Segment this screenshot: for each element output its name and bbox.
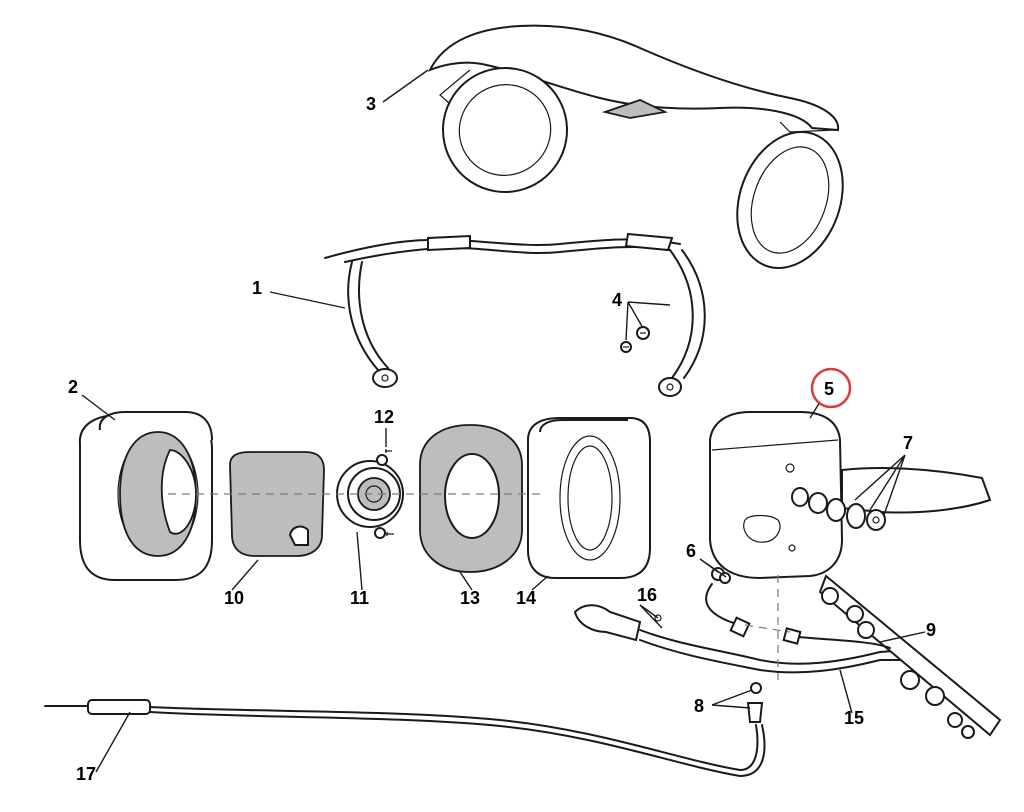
part-5-earcup-housing — [709, 411, 844, 580]
callout-6: 6 — [686, 541, 696, 561]
callout-15: 15 — [844, 708, 864, 728]
part-11-receiver-element — [336, 454, 404, 539]
part-3-headband-cover — [427, 24, 844, 269]
part-12-screws — [385, 449, 394, 536]
callout-16: 16 — [637, 585, 657, 605]
callout-7: 7 — [903, 433, 913, 453]
part-14-inner-cushion — [527, 417, 651, 579]
callout-11: 11 — [350, 588, 369, 608]
part-17-main-cord — [44, 699, 766, 777]
highlight-circle-5 — [810, 367, 852, 409]
callout-9: 9 — [926, 620, 936, 640]
callout-14: 14 — [516, 588, 536, 608]
part-2-ear-seal — [78, 411, 213, 581]
callout-8: 8 — [694, 696, 704, 716]
callout-12: 12 — [374, 407, 394, 427]
callout-2: 2 — [68, 377, 78, 397]
part-7-connector-hardware — [791, 487, 886, 531]
callout-17: 17 — [76, 764, 96, 784]
part-13-foam-ring — [419, 424, 523, 573]
callout-10: 10 — [224, 588, 244, 608]
boom-arm-bracket — [841, 467, 992, 514]
assembly-axis-lines — [168, 493, 791, 680]
part-8-plug — [746, 682, 764, 723]
part-1-headband-wire — [324, 232, 706, 397]
callout-1: 1 — [252, 278, 262, 298]
part-16-microphone-boom — [573, 604, 906, 674]
callout-13: 13 — [460, 588, 480, 608]
callout-labels: 1 2 3 4 5 6 7 8 9 10 11 12 13 14 15 16 1… — [68, 94, 936, 784]
callout-4: 4 — [612, 290, 622, 310]
part-6-cable-connector — [705, 567, 751, 638]
part-9-hardware-strip — [818, 574, 1002, 739]
callout-5: 5 — [824, 379, 834, 399]
leader-lines — [81, 69, 926, 773]
part-4-screws — [620, 326, 650, 353]
part-10-foam-insert — [229, 451, 325, 557]
callout-3: 3 — [366, 94, 376, 114]
